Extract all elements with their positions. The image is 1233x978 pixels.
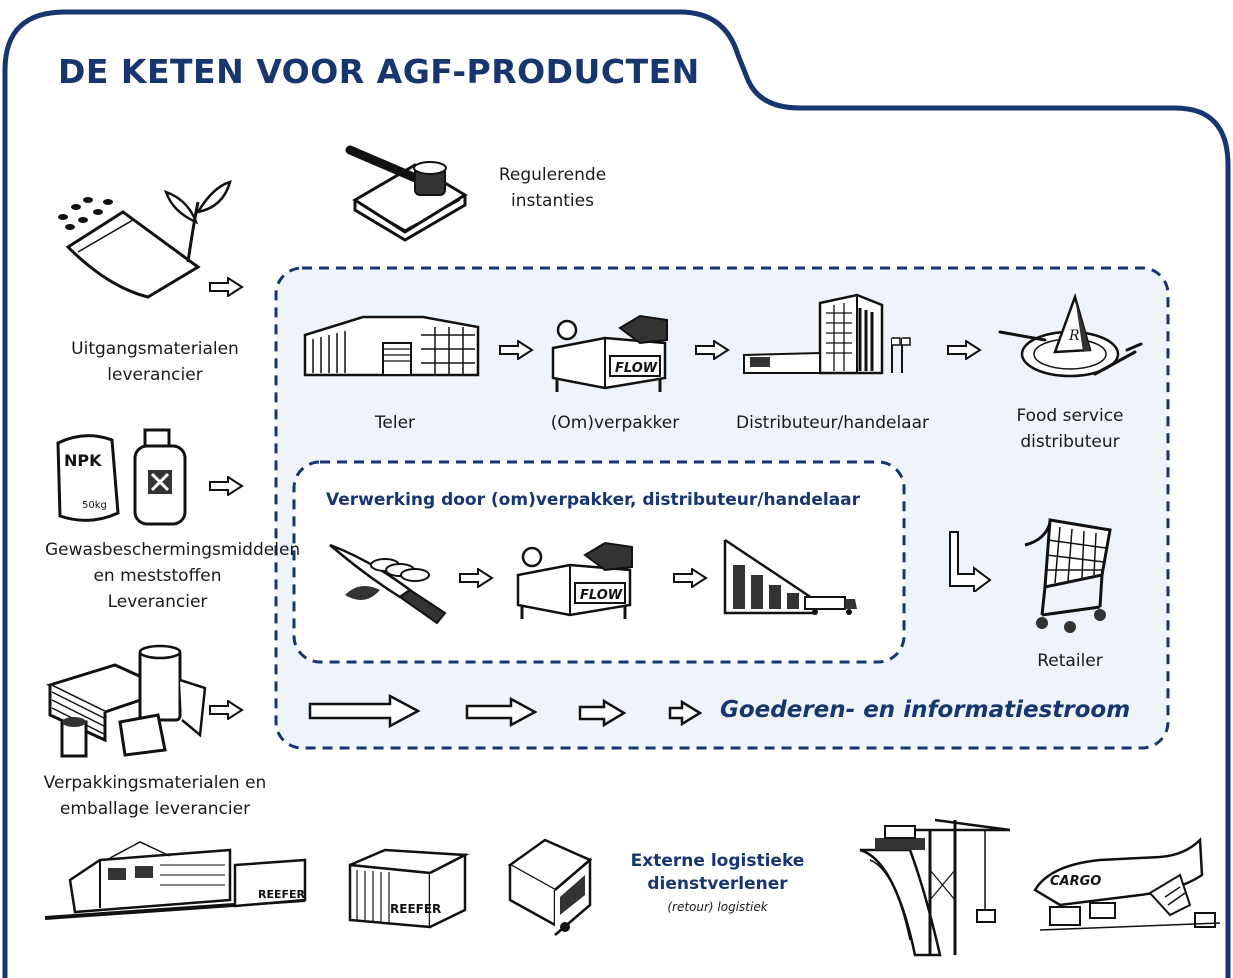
flow-arrow-2 xyxy=(465,697,537,727)
warehouse-truck-icon xyxy=(723,538,857,615)
logistics-block: Externe logistieke dienstverlener (retou… xyxy=(610,850,825,919)
chain-arrow-1 xyxy=(499,340,534,360)
chain-arrow-3 xyxy=(947,340,982,360)
distribution-building-icon xyxy=(743,293,911,375)
packaging-materials-icon xyxy=(45,644,207,758)
flow-label: Goederen- en informatiestroom xyxy=(720,697,1131,723)
fertilizer-bottle-icon: NPK 50kg xyxy=(56,428,187,526)
plate-cutlery-icon: R xyxy=(998,292,1143,378)
processing-title: Verwerking door (om)verpakker, distribut… xyxy=(326,490,861,510)
logistics-note: (retour) logistiek xyxy=(667,900,768,914)
processing-arrow-2 xyxy=(673,568,708,588)
shopping-cart-icon xyxy=(1024,518,1112,633)
seed-bag-sprout-icon xyxy=(58,180,232,299)
svg-text:REEFER: REEFER xyxy=(258,888,306,901)
flow-arrow-3 xyxy=(578,699,626,727)
truck-icon xyxy=(507,838,593,936)
chain-label-packer: (Om)verpakker xyxy=(550,413,680,433)
supplier-packaging-label: Verpakkingsmaterialen en emballage lever… xyxy=(43,773,267,819)
supplier-starting-materials-label: Uitgangsmaterialen leverancier xyxy=(71,339,239,385)
page-title: DE KETEN VOOR AGF-PRODUCTEN xyxy=(58,52,700,91)
train-icon: REEFER xyxy=(44,841,307,920)
svg-text:FLOW: FLOW xyxy=(615,361,658,376)
chain-arrow-2 xyxy=(695,340,730,360)
greenhouse-icon xyxy=(303,315,480,377)
flow-arrow-1 xyxy=(308,694,420,728)
svg-text:FLOW: FLOW xyxy=(580,588,623,603)
knife-cutting-icon xyxy=(329,543,447,625)
processing-arrow-1 xyxy=(459,568,494,588)
cargo-plane-icon: CARGO xyxy=(1033,837,1221,931)
flow-arrow-4 xyxy=(668,700,702,726)
flow-packing-machine-icon: FLOW xyxy=(551,314,668,392)
regulators-label: Regulerende instanties xyxy=(498,165,607,211)
svg-text:R: R xyxy=(1068,328,1080,344)
svg-text:50kg: 50kg xyxy=(82,500,107,511)
retailer-label: Retailer xyxy=(1037,651,1103,671)
svg-text:REEFER: REEFER xyxy=(390,902,441,916)
gavel-book-icon xyxy=(345,145,468,242)
chain-label-distributor: Distributeur/handelaar xyxy=(736,413,929,433)
svg-text:CARGO: CARGO xyxy=(1050,874,1101,889)
supplier-arrow-3 xyxy=(209,700,244,720)
flow-packing-machine-2-icon: FLOW xyxy=(516,541,633,619)
reefer-container-icon: REEFER xyxy=(348,848,470,929)
logistics-title: Externe logistieke dienstverlener xyxy=(630,851,805,894)
chain-label-teler: Teler xyxy=(374,413,416,433)
supplier-arrow-1 xyxy=(209,277,244,297)
ship-crane-icon xyxy=(859,818,1011,957)
svg-text:NPK: NPK xyxy=(64,451,102,470)
supplier-crop-protection-label: Gewasbeschermingsmiddelen en meststoffen… xyxy=(45,540,301,612)
retailer-arrow xyxy=(949,531,992,592)
outer-border xyxy=(2,9,1231,978)
chain-label-food-service: Food service distributeur xyxy=(1016,406,1124,452)
supplier-arrow-2 xyxy=(209,476,244,496)
